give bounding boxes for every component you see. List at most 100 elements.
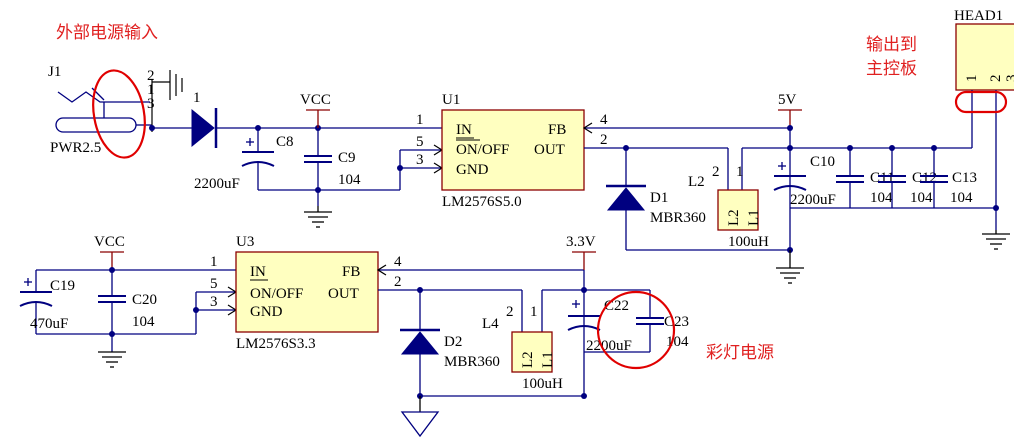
u1-chip[interactable]: [441, 109, 585, 191]
c9-label: C9: [338, 150, 356, 166]
u3-label: U3: [236, 234, 254, 250]
u1-pin4: 4: [600, 112, 608, 128]
l2-label: L2: [688, 174, 705, 190]
c8-label: C8: [276, 134, 294, 150]
c13-capacitor[interactable]: [920, 148, 948, 208]
u3-in-pin-label: IN: [250, 264, 266, 280]
u1-onoff-pin-label: ON/OFF: [456, 142, 509, 158]
c22-value: 2200uF: [586, 338, 632, 354]
c9-capacitor[interactable]: [304, 128, 332, 206]
d2-label: D2: [444, 334, 462, 350]
c22-capacitor[interactable]: [567, 300, 601, 331]
l4-inductor[interactable]: [511, 331, 553, 373]
c11-value: 104: [870, 190, 893, 206]
j1-pin3: 3: [147, 96, 155, 112]
l2-pin1: 1: [736, 164, 744, 180]
c12-capacitor[interactable]: [878, 148, 906, 208]
c23-value: 104: [666, 334, 689, 350]
c13-label: C13: [952, 170, 977, 186]
c8-capacitor[interactable]: [241, 128, 275, 190]
u3-out-pin-label: OUT: [328, 286, 359, 302]
l4-pin1: 1: [530, 304, 538, 320]
input-diode[interactable]: [191, 108, 218, 148]
c11-capacitor[interactable]: [836, 148, 864, 208]
j1-label: J1: [48, 64, 61, 80]
c9-value: 104: [338, 172, 361, 188]
c12-value: 104: [910, 190, 933, 206]
u1-pin3: 3: [416, 152, 424, 168]
c10-label: C10: [810, 154, 835, 170]
d2-diode[interactable]: [400, 290, 440, 396]
l4-label: L4: [482, 316, 499, 332]
c12-label: C12: [912, 170, 937, 186]
red-circle-c22: [596, 290, 676, 370]
ground-symbol-1: [304, 206, 332, 228]
ground-symbol-2: [776, 250, 804, 284]
u3-pin5: 5: [210, 276, 218, 292]
c19-capacitor[interactable]: [19, 270, 53, 334]
head1-connector[interactable]: [955, 23, 1014, 91]
d1-label: D1: [650, 190, 668, 206]
diode-1-number: 1: [193, 90, 201, 106]
head1-pin2: 2: [988, 75, 1004, 83]
u1-in-pin-label: IN: [456, 122, 472, 138]
c10-value: 2200uF: [790, 192, 836, 208]
l2-inner-1: L2: [726, 209, 742, 226]
j1-pin1: 1: [147, 82, 155, 98]
head1-pin1: 1: [964, 75, 980, 83]
u3-chip[interactable]: [235, 251, 379, 333]
u1-fb-pin-label: FB: [548, 122, 566, 138]
u3-pin4: 4: [394, 254, 402, 270]
l2-inductor[interactable]: [717, 189, 759, 231]
annotation-output-line2: 主控板: [866, 59, 917, 78]
u1-pin1: 1: [416, 112, 424, 128]
annotation-rgb-power: 彩灯电源: [706, 343, 774, 362]
annotation-output-line1: 输出到: [866, 35, 917, 54]
pwr-label: PWR2.5: [50, 140, 101, 156]
head1-label: HEAD1: [954, 8, 1003, 24]
l2-pin2: 2: [712, 164, 720, 180]
u3-gnd-pin-label: GND: [250, 304, 283, 320]
u3-fb-pin-label: FB: [342, 264, 360, 280]
c11-label: C11: [870, 170, 894, 186]
j1-pin2: 2: [147, 68, 155, 84]
u1-part: LM2576S5.0: [442, 194, 522, 210]
j1-connector[interactable]: [55, 70, 183, 133]
c8-value: 2200uF: [194, 176, 240, 192]
u1-label: U1: [442, 92, 460, 108]
l2-value: 100uH: [728, 234, 769, 250]
vcc-top-label: VCC: [300, 92, 331, 108]
annotation-external-power: 外部电源输入: [56, 23, 158, 42]
u1-out-pin-label: OUT: [534, 142, 565, 158]
c23-capacitor[interactable]: [636, 290, 664, 352]
c23-label: C23: [664, 314, 689, 330]
d2-part: MBR360: [444, 354, 500, 370]
ground-symbol-4: [98, 351, 126, 368]
u3-pin3: 3: [210, 294, 218, 310]
c20-capacitor[interactable]: [98, 270, 126, 352]
red-circle-head: [954, 90, 1008, 114]
red-circle-input: [92, 69, 146, 159]
3v3-port: [572, 251, 596, 270]
c19-value: 470uF: [30, 316, 68, 332]
u3-part: LM2576S3.3: [236, 336, 316, 352]
d1-diode[interactable]: [606, 148, 646, 250]
ground-symbol-3: [982, 230, 1010, 250]
u3-pin2: 2: [394, 274, 402, 290]
u3-onoff-pin-label: ON/OFF: [250, 286, 303, 302]
head1-pin3: 3: [1004, 75, 1014, 83]
5v-label: 5V: [778, 92, 797, 108]
l2-inner-2: L1: [746, 209, 762, 226]
d1-part: MBR360: [650, 210, 706, 226]
u1-gnd-pin-label: GND: [456, 162, 489, 178]
ground-symbol-5: [400, 396, 440, 438]
l4-pin2: 2: [506, 304, 514, 320]
c19-label: C19: [50, 278, 75, 294]
c13-value: 104: [950, 190, 973, 206]
3v3-label: 3.3V: [566, 234, 596, 250]
l4-inner-1: L2: [520, 351, 536, 368]
u1-pin2: 2: [600, 132, 608, 148]
c10-capacitor[interactable]: [773, 162, 807, 191]
vcc-bottom-label: VCC: [94, 234, 125, 250]
